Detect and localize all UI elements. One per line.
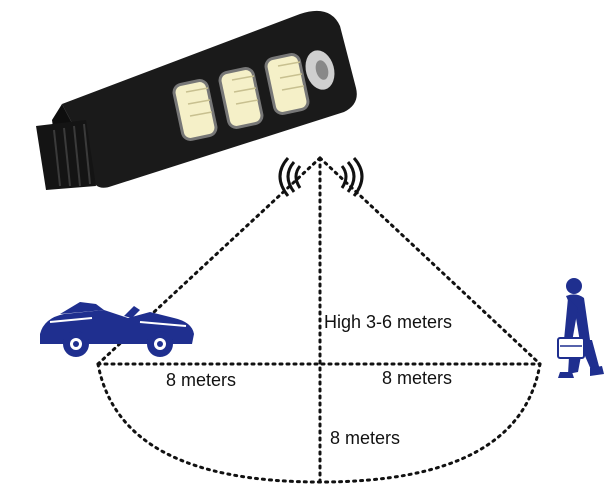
sensor-waves-icon (278, 157, 364, 197)
depth-range-label: 8 meters (330, 428, 400, 448)
left-range-label: 8 meters (166, 370, 236, 390)
right-cone-line (318, 156, 542, 366)
height-label: High 3-6 meters (324, 312, 452, 332)
led-panel-icon (172, 53, 310, 141)
right-range-label: 8 meters (382, 368, 452, 388)
ground-arc (96, 362, 542, 484)
street-lamp-icon (36, 10, 357, 190)
car-icon (40, 302, 194, 357)
person-icon (557, 278, 604, 378)
